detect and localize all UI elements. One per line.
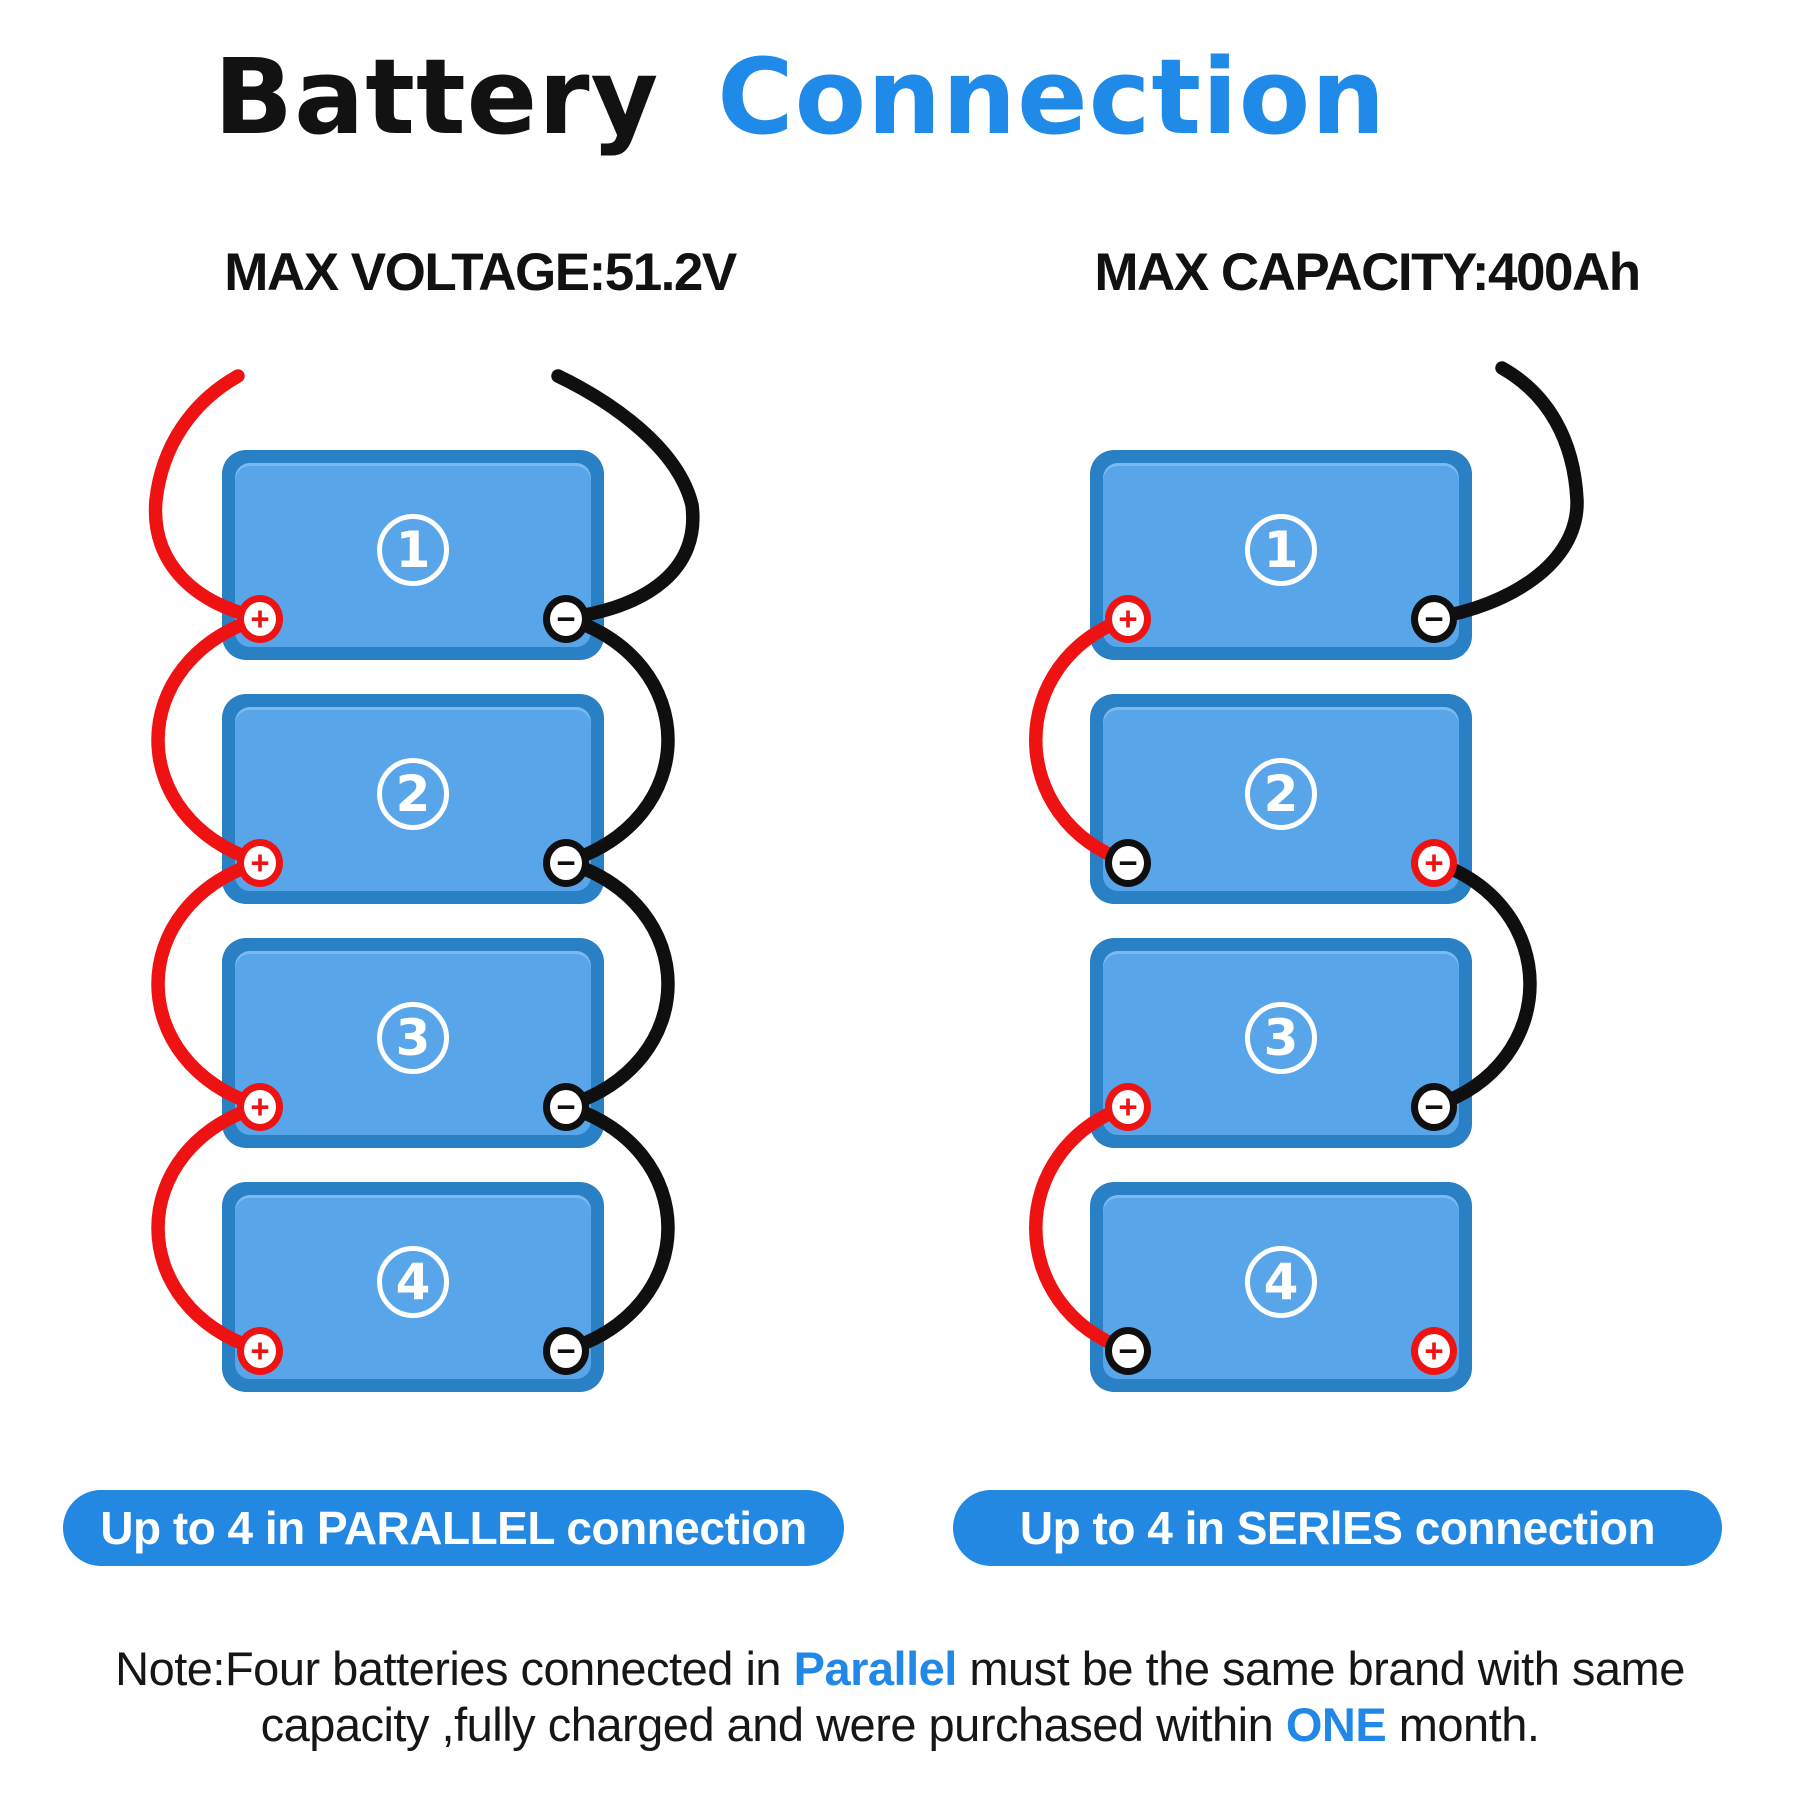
parallel-battery-4: 4 + −	[222, 1182, 604, 1392]
battery-number: 2	[1245, 758, 1317, 830]
title-word-battery: Battery	[213, 36, 660, 158]
parallel-heading: MAX VOLTAGE:51.2V	[224, 243, 737, 302]
note-line-1: Note:Four batteries connected in Paralle…	[115, 1642, 1685, 1695]
left-terminal: −	[1105, 1327, 1151, 1375]
left-terminal: +	[237, 1083, 283, 1131]
battery-number: 1	[377, 514, 449, 586]
note-highlight-parallel: Parallel	[793, 1642, 958, 1695]
left-terminal: +	[1105, 595, 1151, 643]
series-battery-1: 1 + −	[1090, 450, 1472, 660]
right-terminal: +	[1411, 839, 1457, 887]
left-terminal: +	[237, 595, 283, 643]
left-terminal: +	[237, 839, 283, 887]
series-battery-3: 3 + −	[1090, 938, 1472, 1148]
note-line-2: capacity ,fully charged and were purchas…	[260, 1698, 1540, 1751]
right-terminal: −	[543, 1083, 589, 1131]
parallel-battery-3: 3 + −	[222, 938, 604, 1148]
left-terminal: +	[237, 1327, 283, 1375]
title-word-connection: Connection	[717, 36, 1387, 158]
parallel-battery-2: 2 + −	[222, 694, 604, 904]
battery-number: 4	[377, 1246, 449, 1318]
left-terminal: +	[1105, 1083, 1151, 1131]
battery-number: 4	[1245, 1246, 1317, 1318]
right-terminal: −	[543, 839, 589, 887]
series-caption-pill: Up to 4 in SERlES connection	[953, 1490, 1722, 1566]
left-terminal: −	[1105, 839, 1151, 887]
battery-number: 1	[1245, 514, 1317, 586]
right-terminal: −	[543, 1327, 589, 1375]
series-battery-4: 4 − +	[1090, 1182, 1472, 1392]
right-terminal: −	[1411, 1083, 1457, 1131]
right-terminal: −	[543, 595, 589, 643]
note-highlight-one: ONE	[1285, 1698, 1387, 1751]
parallel-caption-pill: Up to 4 in PARALLEL connection	[63, 1490, 844, 1566]
note-text: Note:Four batteries connected in Paralle…	[0, 1641, 1800, 1753]
series-heading: MAX CAPACITY:400Ah	[1094, 243, 1641, 302]
battery-number: 3	[1245, 1002, 1317, 1074]
battery-number: 3	[377, 1002, 449, 1074]
battery-number: 2	[377, 758, 449, 830]
parallel-battery-1: 1 + −	[222, 450, 604, 660]
right-terminal: −	[1411, 595, 1457, 643]
right-terminal: +	[1411, 1327, 1457, 1375]
series-battery-2: 2 − +	[1090, 694, 1472, 904]
